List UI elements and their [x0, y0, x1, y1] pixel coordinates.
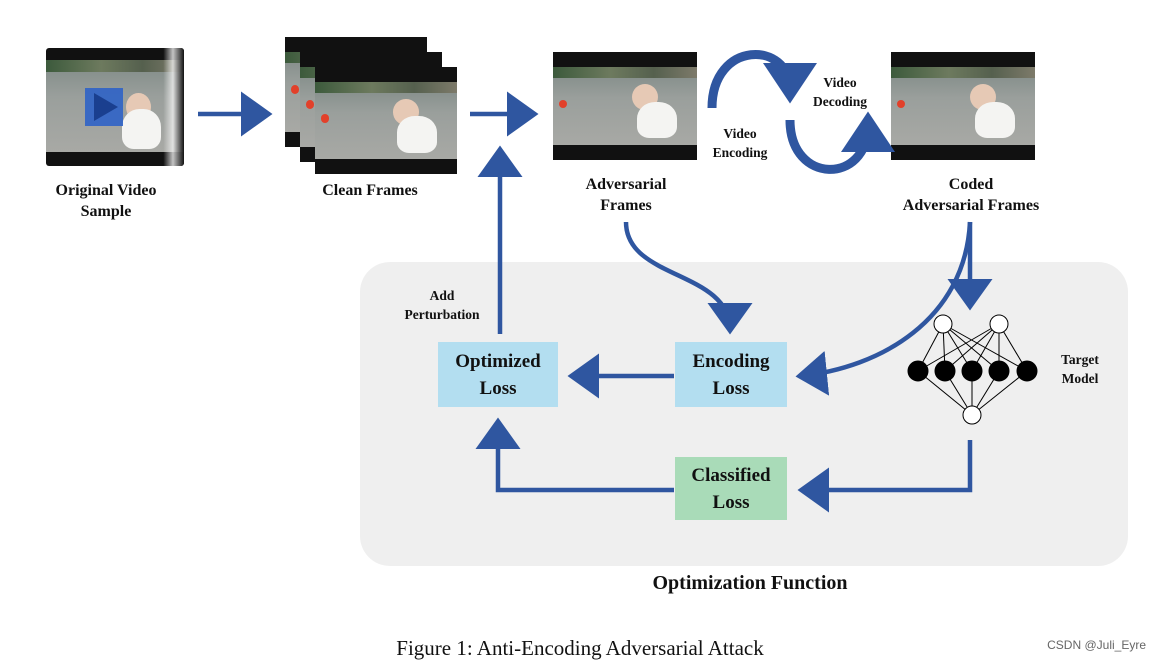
label-clean-frames: Clean Frames [322, 182, 418, 199]
label-coded-adversarial-frames: Coded Adversarial Frames [902, 176, 1040, 214]
label-add-perturbation: Add Perturbation [404, 288, 480, 322]
play-icon [85, 88, 123, 126]
label-optimization-function: Optimization Function [652, 572, 848, 594]
label-video-encoding: Video Encoding [712, 126, 768, 160]
arrow-video-decoding [785, 111, 895, 174]
label-video-decoding: Video Decoding [813, 75, 867, 109]
optimized-loss-box: Optimized Loss [438, 342, 558, 407]
network-input-node [933, 314, 953, 334]
arrow-adversarial-to-encoding-loss [623, 221, 753, 335]
network-hidden-node [988, 360, 1010, 382]
adversarial-frame [553, 52, 697, 160]
arrow-coded-to-encoding-loss [795, 221, 973, 396]
network-hidden-node [961, 360, 983, 382]
network-input-node [989, 314, 1009, 334]
encoding-loss-box: Encoding Loss [675, 342, 787, 407]
figure-caption: Figure 1: Anti-Encoding Adversarial Atta… [396, 636, 764, 660]
arrow-classified-to-optimized-loss [475, 417, 674, 493]
label-target-model: Target Model [1061, 352, 1099, 386]
arrow-video-encoding [707, 50, 817, 109]
watermark: CSDN @Juli_Eyre [1047, 638, 1146, 652]
network-hidden-node [1016, 360, 1038, 382]
neural-network-icon [907, 314, 1038, 425]
network-output-node [962, 405, 982, 425]
label-original-video-sample: Original Video Sample [55, 182, 157, 220]
coded-adversarial-frame [891, 52, 1035, 160]
classified-loss-box: Classified Loss [675, 457, 787, 520]
network-hidden-node [907, 360, 929, 382]
clean-frame-front [315, 67, 457, 174]
arrow-target-to-classified-loss [797, 440, 973, 513]
network-hidden-node [934, 360, 956, 382]
label-adversarial-frames: Adversarial Frames [585, 176, 667, 214]
